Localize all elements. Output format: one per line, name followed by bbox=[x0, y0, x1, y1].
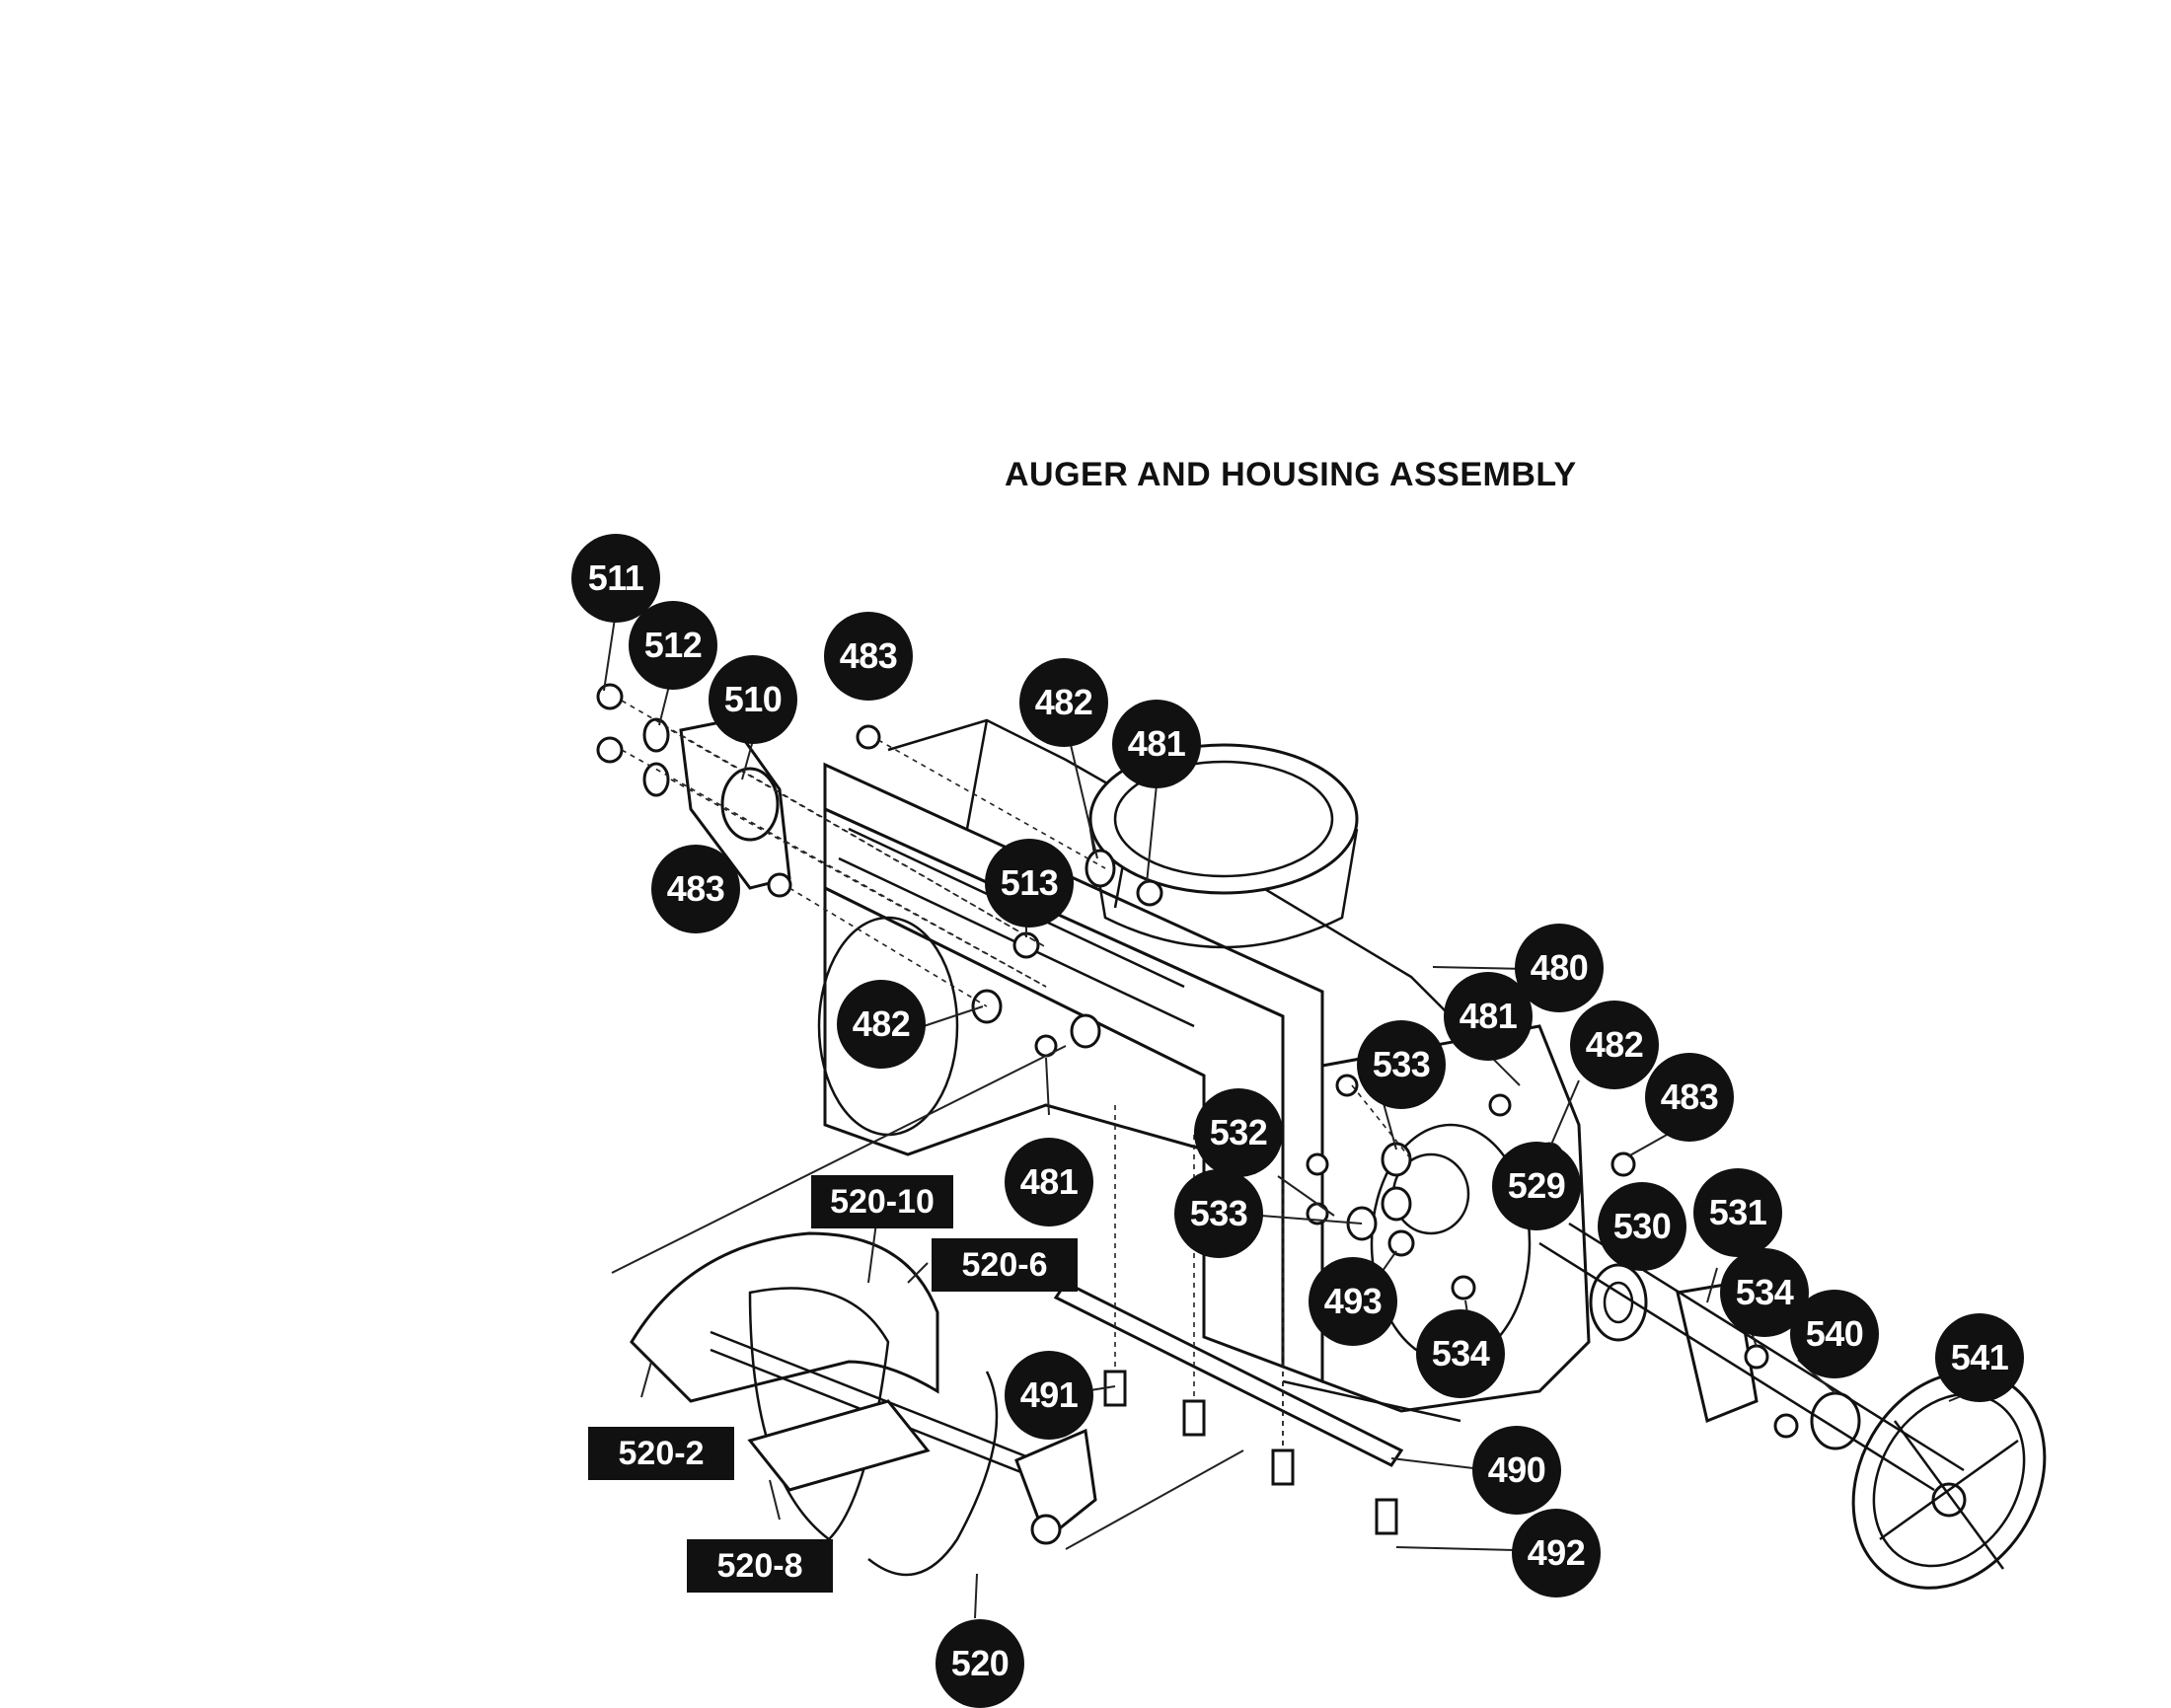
callout-483: 483 bbox=[824, 612, 913, 701]
scraper-bar bbox=[1053, 1281, 1461, 1467]
pulley bbox=[1851, 1371, 2047, 1590]
callout-513: 513 bbox=[985, 839, 1074, 928]
callout-490: 490 bbox=[1472, 1426, 1561, 1515]
callout-534: 534 bbox=[1416, 1309, 1505, 1398]
callout-510: 510 bbox=[709, 655, 797, 744]
label-520-8: 520-8 bbox=[687, 1539, 833, 1593]
auger-housing bbox=[817, 718, 1461, 1384]
callout-541: 541 bbox=[1935, 1313, 2024, 1402]
auger bbox=[630, 1231, 1097, 1577]
label-520-10: 520-10 bbox=[811, 1175, 953, 1228]
callout-532: 532 bbox=[1194, 1088, 1283, 1177]
callout-483: 483 bbox=[1645, 1053, 1734, 1142]
callout-482: 482 bbox=[1019, 658, 1108, 747]
callout-540: 540 bbox=[1790, 1290, 1879, 1378]
leader-lines bbox=[603, 611, 1967, 1619]
callout-531: 531 bbox=[1693, 1168, 1782, 1257]
callout-533: 533 bbox=[1357, 1020, 1446, 1109]
callout-482: 482 bbox=[1570, 1001, 1659, 1089]
callout-481: 481 bbox=[1444, 972, 1533, 1061]
callout-493: 493 bbox=[1309, 1257, 1397, 1346]
callout-491: 491 bbox=[1005, 1351, 1093, 1440]
callout-492: 492 bbox=[1512, 1509, 1601, 1597]
diagram-title: AUGER AND HOUSING ASSEMBLY bbox=[1005, 456, 1577, 493]
callout-481: 481 bbox=[1005, 1138, 1093, 1226]
callout-483: 483 bbox=[651, 845, 740, 933]
label-520-2: 520-2 bbox=[588, 1427, 734, 1480]
callout-511: 511 bbox=[571, 534, 660, 623]
callout-529: 529 bbox=[1492, 1142, 1581, 1230]
callout-530: 530 bbox=[1598, 1182, 1686, 1271]
callout-480: 480 bbox=[1515, 924, 1604, 1012]
callout-512: 512 bbox=[629, 601, 717, 690]
callout-481: 481 bbox=[1112, 700, 1201, 788]
exploded-parts-diagram bbox=[596, 611, 2047, 1619]
callout-533: 533 bbox=[1174, 1169, 1263, 1258]
callout-482: 482 bbox=[837, 980, 926, 1069]
label-520-6: 520-6 bbox=[932, 1238, 1078, 1292]
callout-520: 520 bbox=[936, 1619, 1024, 1708]
side-plate bbox=[679, 718, 791, 890]
